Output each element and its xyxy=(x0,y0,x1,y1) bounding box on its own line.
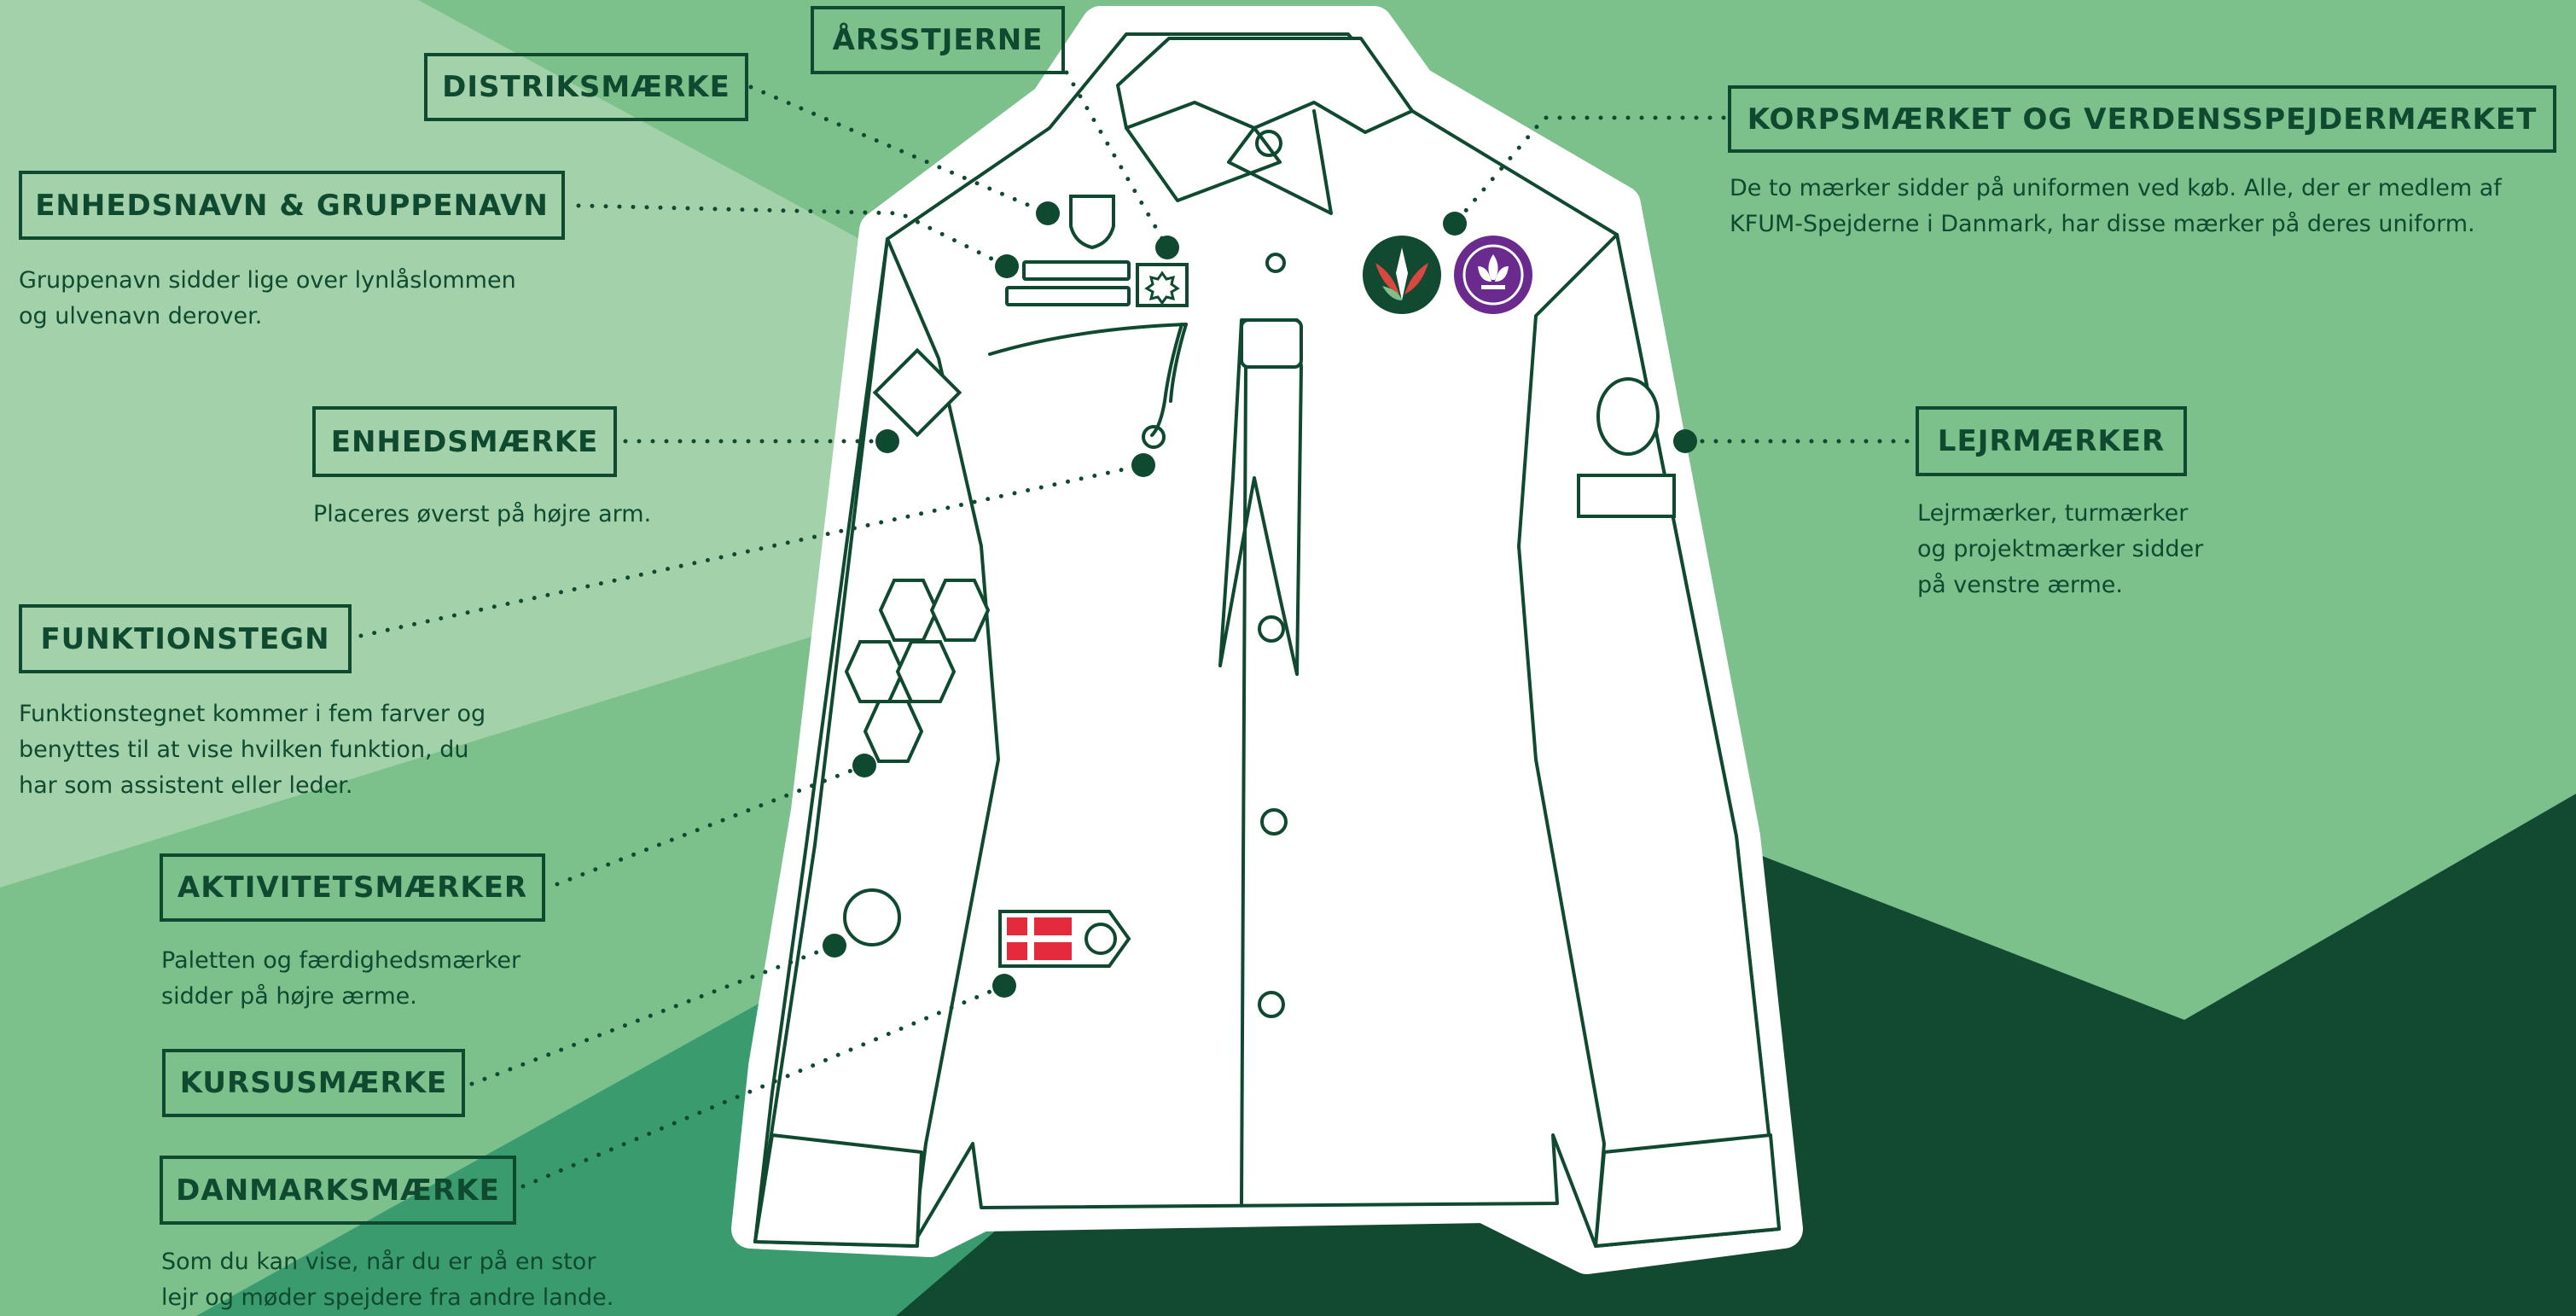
unit-name-badge xyxy=(1007,288,1129,305)
label-funktionstegn: FUNKTIONSTEGN xyxy=(19,604,352,673)
label-aktivitetsmaerker: AKTIVITETSMÆRKER xyxy=(160,853,545,922)
camp-badge-oval xyxy=(1598,379,1658,454)
distriksmaerke-badge xyxy=(1071,196,1114,247)
label-kursusmaerke: KURSUSMÆRKE xyxy=(162,1049,465,1117)
desc-korpsmaerket: De to mærker sidder på uniformen ved køb… xyxy=(1730,171,2502,242)
course-badge xyxy=(845,890,899,945)
camp-badge-rect xyxy=(1579,475,1674,516)
world-scout-badge-icon xyxy=(1454,236,1532,314)
label-danmarksmaerke: DANMARKSMÆRKE xyxy=(160,1156,516,1225)
label-distriksmaerke: DISTRIKSMÆRKE xyxy=(424,53,748,121)
korps-badge xyxy=(1363,236,1441,314)
group-name-badge xyxy=(1024,262,1129,279)
desc-enhedsmaerke: Placeres øverst på højre arm. xyxy=(313,497,651,533)
label-korpsmaerket: KORPSMÆRKET OG VERDENSSPEJDERMÆRKET xyxy=(1728,85,2556,153)
danish-flag-icon xyxy=(1007,917,1072,960)
label-enhedsnavn: ENHEDSNAVN & GRUPPENAVN xyxy=(19,171,565,240)
desc-enhedsnavn: Gruppenavn sidder lige over lynlåslommen… xyxy=(19,263,516,335)
year-star-badge xyxy=(1137,265,1187,306)
label-enhedsmaerke: ENHEDSMÆRKE xyxy=(312,406,617,477)
label-lejrmaerker: LEJRMÆRKER xyxy=(1916,406,2187,476)
label-arsstjerne: ÅRSSTJERNE xyxy=(811,6,1065,74)
